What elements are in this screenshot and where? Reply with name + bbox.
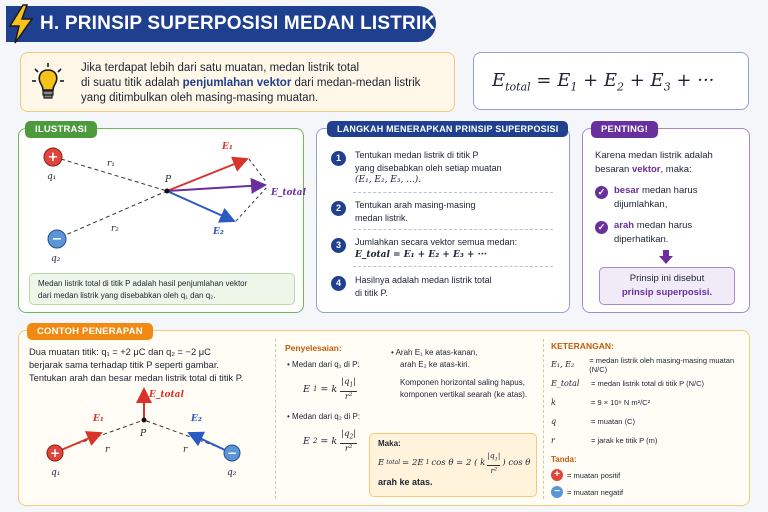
svg-text:+: + <box>50 446 60 460</box>
penyelesaian-note: Komponen horizontal saling hapus, kompon… <box>400 378 528 399</box>
superposition-diagram: + − <box>43 147 268 249</box>
step-3-number: 3 <box>331 238 346 253</box>
penyelesaian-bullet-3: • Arah E₁ ke atas-kanan, arah E₂ ke atas… <box>391 348 478 369</box>
tanda-title: Tanda: <box>551 455 577 464</box>
contoh-problem: Dua muatan titik: q₁ = +2 μC dan q₂ = −2… <box>29 347 244 383</box>
positive-charge-icon: + <box>46 444 64 462</box>
intro-line-1: Jika terdapat lebih dari satu muatan, me… <box>81 62 360 74</box>
contoh-e2-label: E₂ <box>191 414 202 424</box>
positive-charge-icon: + <box>551 469 563 481</box>
contoh-q1-label: q₁ <box>51 468 61 478</box>
q2-label: q₂ <box>51 254 61 264</box>
title-bar: H. PRINSIP SUPERPOSISI MEDAN LISTRIK <box>6 4 436 44</box>
keterangan-row: r= jarak ke titik P (m) <box>551 436 658 445</box>
negative-charge-icon: − <box>551 486 563 498</box>
langkah-panel: LANGKAH MENERAPKAN PRINSIP SUPERPOSISI 1… <box>316 121 570 313</box>
contoh-p-label: P <box>140 429 147 439</box>
page-title: H. PRINSIP SUPERPOSISI MEDAN LISTRIK <box>40 13 436 34</box>
ilustrasi-caption: Medan listrik total di titik P adalah ha… <box>29 273 295 305</box>
contoh-q2-label: q₂ <box>227 468 237 478</box>
keterangan-row: k= 9 × 10⁹ N m²/C² <box>551 398 651 407</box>
penyelesaian-title: Penyelesaian: <box>285 343 342 353</box>
keterangan-row: E₁, E₂= medan listrik oleh masing-masing… <box>551 355 735 374</box>
keterangan-row: q= muatan (C) <box>551 417 635 426</box>
r1-label: r₁ <box>107 159 115 169</box>
contoh-diagram: + − <box>46 387 241 462</box>
main-formula: Etotal = E1 + E2 + E3 + ··· <box>492 70 715 94</box>
intro-box: Jika terdapat lebih dari satu muatan, me… <box>20 52 455 112</box>
svg-text:−: − <box>52 232 63 247</box>
keterangan-row: E_total= medan listrik total di titik P … <box>551 379 705 388</box>
check-icon: ✓ <box>595 221 608 234</box>
penting-text: Karena medan listrik adalah besaran vekt… <box>595 150 713 175</box>
positive-charge-icon: + <box>43 147 63 167</box>
negative-charge-icon: − <box>47 229 67 249</box>
step-2-number: 2 <box>331 201 346 216</box>
penting-panel: PENTING! Karena medan listrik adalah bes… <box>582 121 750 313</box>
tanda-negative: −= muatan negatif <box>551 486 623 498</box>
lightning-icon <box>6 4 36 44</box>
r2-label: r₂ <box>111 224 119 234</box>
contoh-tag: CONTOH PENERAPAN <box>27 323 153 340</box>
q1-label: q₁ <box>47 172 57 182</box>
e1-label: E₁ <box>222 142 233 152</box>
p-label: P <box>165 175 172 185</box>
keterangan-title: KETERANGAN: <box>551 341 614 351</box>
ilustrasi-tag: ILUSTRASI <box>25 121 97 138</box>
tanda-positive: += muatan positif <box>551 469 620 481</box>
svg-text:+: + <box>48 150 59 165</box>
step-4-number: 4 <box>331 276 346 291</box>
step-1-number: 1 <box>331 151 346 166</box>
superposisi-note: Prinsip ini disebut prinsip superposisi. <box>599 267 735 305</box>
contoh-e1-label: E₁ <box>93 414 104 424</box>
keterangan-list: E₁, E₂= medan listrik oleh masing-masing… <box>551 355 747 450</box>
penyelesaian-bullet-2: • Medan dari q₂ di P: <box>287 412 361 421</box>
penyelesaian-bullet-1: • Medan dari q₁ di P: <box>287 360 360 369</box>
contoh-etotal-label: E_total <box>149 390 184 400</box>
langkah-tag: LANGKAH MENERAPKAN PRINSIP SUPERPOSISI <box>327 121 569 137</box>
negative-charge-icon: − <box>223 444 241 462</box>
ilustrasi-panel: ILUSTRASI + − q₁ q₂ r₁ r₂ P E₁ E₂ E_tota… <box>18 121 306 313</box>
contoh-r1-label: r <box>105 445 110 455</box>
step-3-text: Jumlahkan secara vektor semua medan:E_to… <box>355 237 518 260</box>
lightbulb-icon <box>31 61 65 103</box>
check-icon: ✓ <box>595 186 608 199</box>
penting-tag: PENTING! <box>591 121 658 138</box>
main-formula-box: Etotal = E1 + E2 + E3 + ··· <box>473 52 749 110</box>
etotal-label: E_total <box>271 188 306 198</box>
arrow-down-icon <box>659 250 673 264</box>
intro-line-3: yang ditimbulkan oleh masing-masing muat… <box>81 92 319 104</box>
svg-text:−: − <box>227 446 237 460</box>
contoh-r2-label: r <box>183 445 188 455</box>
intro-line-2: di suatu titik adalah penjumlahan vektor… <box>81 77 421 89</box>
e2-label: E₂ <box>213 227 224 237</box>
contoh-panel: CONTOH PENERAPAN Dua muatan titik: q₁ = … <box>18 323 750 506</box>
